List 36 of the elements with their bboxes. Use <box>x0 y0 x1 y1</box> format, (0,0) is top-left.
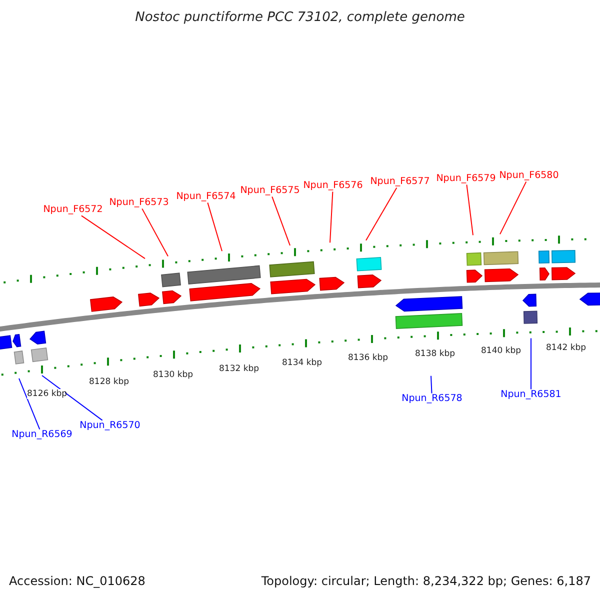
scale-label: 8130 kbp <box>153 370 191 380</box>
genome-summary: Topology: circular; Length: 8,234,322 bp; Genes: 6,187 <box>261 574 591 588</box>
leader-line <box>330 191 334 244</box>
scale-label: 8142 kbp <box>546 343 584 354</box>
leader-line <box>142 208 168 257</box>
scale-label: 8128 kbp <box>89 377 127 388</box>
scale-label: 8126 kbp <box>27 389 65 400</box>
leader-line <box>18 378 40 430</box>
leader-line <box>430 375 432 394</box>
leader-line <box>466 184 474 236</box>
scale-label: 8140 kbp <box>481 346 519 356</box>
accession-text: Accession: NC_010628 <box>9 574 146 588</box>
gene-label: Npun_R6569 <box>12 429 72 441</box>
leader-line <box>530 338 532 390</box>
gene-label: Npun_F6572 <box>43 204 103 216</box>
scale-label: 8134 kbp <box>282 358 320 368</box>
scale-label: 8136 kbp <box>348 353 386 364</box>
title: Nostoc punctiforme PCC 73102, complete genome <box>134 10 466 26</box>
leader-line <box>42 375 103 421</box>
gene-label: Npun_R6570 <box>80 420 140 432</box>
leader-line <box>272 196 290 246</box>
gene-label: Npun_F6579 <box>436 173 496 185</box>
scale-label: 8132 kbp <box>219 364 257 374</box>
leader-line <box>80 215 146 260</box>
gene-label: Npun_F6574 <box>176 191 236 203</box>
scale-label: 8138 kbp <box>415 349 453 360</box>
gene-label: Npun_R6581 <box>500 389 562 401</box>
gene-label: Npun_F6580 <box>499 170 559 182</box>
gene-label: Npun_F6573 <box>109 197 169 209</box>
gene-label: Npun_F6575 <box>240 185 300 197</box>
gene-label: Npun_F6576 <box>303 180 363 192</box>
leader-line <box>500 181 527 235</box>
leader-line <box>366 187 398 241</box>
gene-label: Npun_R6578 <box>402 393 462 405</box>
leader-line <box>207 202 222 252</box>
gene-label: Npun_F6577 <box>370 176 430 188</box>
